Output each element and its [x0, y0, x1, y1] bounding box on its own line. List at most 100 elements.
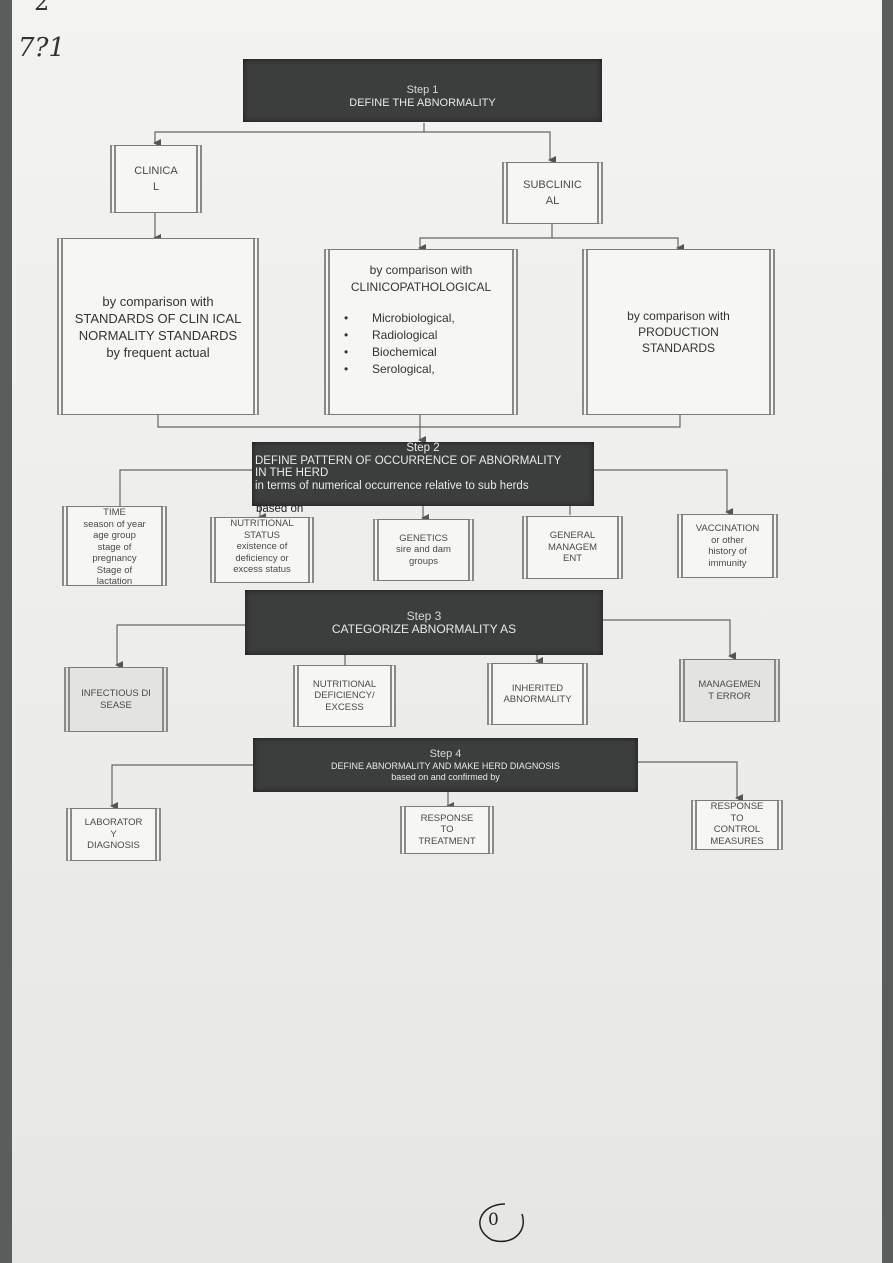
step2-header: Step 2 DEFINE PATTERN OF OCCURRENCE OF A…	[252, 442, 594, 506]
arrow-to-subclinical	[424, 131, 556, 164]
clinicopathological-box: by comparison with CLINICOPATHOLOGICAL •…	[324, 249, 518, 415]
list-item: •Microbiological,	[344, 311, 455, 325]
box-line: immunity	[708, 557, 747, 569]
page-number-circle	[479, 1203, 525, 1243]
list-item: •Radiological	[344, 328, 438, 342]
step2-title: DEFINE PATTERN OF OCCURRENCE OF ABNORMAL…	[255, 454, 562, 467]
page-number: 0	[488, 1210, 499, 1230]
box-line: DIAGNOSIS	[87, 840, 140, 852]
response-to-control-box: RESPONSE TO CONTROL MEASURES	[691, 800, 783, 850]
box-line: sire and dam	[396, 544, 451, 556]
box-line: MANAGEMEN	[698, 679, 761, 690]
box-line: CONTROL	[713, 824, 761, 835]
box-line: stage of	[97, 541, 132, 553]
box-line: INFECTIOUS DI	[81, 688, 151, 699]
box-line: EXCESS	[325, 701, 364, 713]
margin-note-top: 2	[34, 0, 50, 16]
box-line: VACCINATION	[695, 523, 760, 534]
production-line: PRODUCTION	[638, 325, 719, 339]
arrow-production	[552, 237, 684, 252]
time-box: TIME season of year age group stage of p…	[62, 506, 167, 587]
list-item: •Serological,	[344, 362, 435, 376]
box-line: existence of	[236, 541, 288, 552]
box-line: RESPONSE	[710, 801, 764, 812]
box-line: STATUS	[243, 529, 281, 541]
production-line: STANDARDS	[641, 341, 716, 355]
arrow-time	[118, 469, 252, 520]
box-line: TIME	[103, 507, 126, 518]
box-line: pregnancy	[92, 553, 137, 564]
step1-title: DEFINE THE ABNORMALITY	[349, 96, 496, 109]
response-to-treatment-box: RESPONSE TO TREATMENT	[400, 806, 494, 854]
arrow-clinicopath	[418, 224, 553, 252]
box-line: DEFICIENCY/	[314, 690, 375, 702]
arrow-infectious	[115, 624, 245, 669]
box-line: T ERROR	[708, 690, 751, 702]
box-line: NUTRITIONAL	[312, 678, 377, 690]
production-standards-box: by comparison with PRODUCTION STANDARDS	[582, 249, 775, 415]
step2-based-on: based on	[256, 503, 304, 515]
box-line: ENT	[563, 553, 582, 565]
clinical-standards-line: NORMALITY STANDARDS	[78, 327, 238, 343]
margin-note: 7?1	[18, 33, 66, 63]
box-line: Y	[110, 828, 117, 840]
box-line: history of	[708, 546, 747, 557]
genetics-box: GENETICS sire and dam groups	[373, 519, 474, 581]
vaccination-box: VACCINATION or other history of immunity	[677, 514, 778, 578]
management-error-box: MANAGEMEN T ERROR	[679, 659, 780, 722]
clinical-standards-line: by frequent actual	[106, 344, 210, 360]
box-line: deficiency or	[235, 552, 289, 564]
box-line: ABNORMALITY	[503, 694, 572, 705]
clinical-standards-line: STANDARDS OF CLIN ICAL	[74, 310, 242, 326]
box-line: RESPONSE	[420, 812, 474, 824]
clinical-line1: CLINICA	[134, 165, 178, 177]
step3-title: CATEGORIZE ABNORMALITY AS	[331, 621, 517, 636]
laboratory-diagnosis-box: LABORATOR Y DIAGNOSIS	[66, 808, 161, 861]
box-line: groups	[408, 555, 439, 567]
arrow-vaccination	[594, 469, 733, 516]
subclinical-box: SUBCLINIC AL	[502, 162, 603, 224]
arrow-lab	[110, 764, 253, 810]
clinicopath-heading: by comparison with	[369, 263, 473, 277]
step4-header: Step 4 DEFINE ABNORMALITY AND MAKE HERD …	[253, 738, 638, 792]
box-line: LABORATOR	[84, 817, 143, 829]
box-line: NUTRITIONAL	[230, 518, 294, 529]
nutritional-status-box: NUTRITIONAL STATUS existence of deficien…	[210, 517, 314, 583]
step1-label: Step 1	[406, 83, 439, 96]
box-line: MANAGEM	[547, 541, 598, 553]
clinical-box: CLINICA L	[110, 145, 202, 213]
box-line: age group	[93, 530, 136, 541]
box-line: MEASURES	[710, 835, 764, 847]
box-line: SEASE	[100, 699, 132, 711]
box-line: GENETICS	[399, 532, 448, 544]
subclinical-line1: SUBCLINIC	[523, 179, 582, 191]
box-line: TO	[440, 824, 454, 836]
box-line: TREATMENT	[418, 835, 476, 847]
infectious-disease-box: INFECTIOUS DI SEASE	[64, 667, 168, 732]
step4-label: Step 4	[429, 747, 462, 760]
step4-title: DEFINE ABNORMALITY AND MAKE HERD DIAGNOS…	[331, 760, 560, 771]
list-item: •Biochemical	[344, 345, 437, 359]
arrow-control	[637, 761, 743, 802]
box-line: GENERAL	[549, 530, 596, 542]
general-management-box: GENERAL MANAGEM ENT	[522, 516, 623, 579]
box-line: season of year	[83, 518, 146, 530]
box-line: or other	[711, 534, 744, 546]
box-line: INHERITED	[511, 682, 564, 694]
step1-header: Step 1 DEFINE THE ABNORMALITY	[243, 59, 602, 122]
step2-title: IN THE HERD	[255, 467, 329, 479]
arrow-to-clinical	[153, 123, 425, 147]
box-line: excess status	[233, 564, 291, 575]
step3-label: Step 3	[406, 608, 442, 623]
clinical-standards-line: by comparison with	[102, 293, 214, 309]
clinical-standards-box: by comparison with STANDARDS OF CLIN ICA…	[57, 238, 259, 415]
step2-label: Step 2	[406, 442, 440, 454]
box-line: lactation	[96, 576, 133, 587]
production-line: by comparison with	[627, 309, 730, 323]
step4-subtitle: based on and confirmed by	[391, 771, 500, 782]
clinicopath-heading: CLINICOPATHOLOGICAL	[350, 280, 492, 294]
arrow-management-error	[603, 619, 736, 660]
line-merge	[157, 414, 681, 428]
subclinical-line2: AL	[545, 195, 560, 207]
